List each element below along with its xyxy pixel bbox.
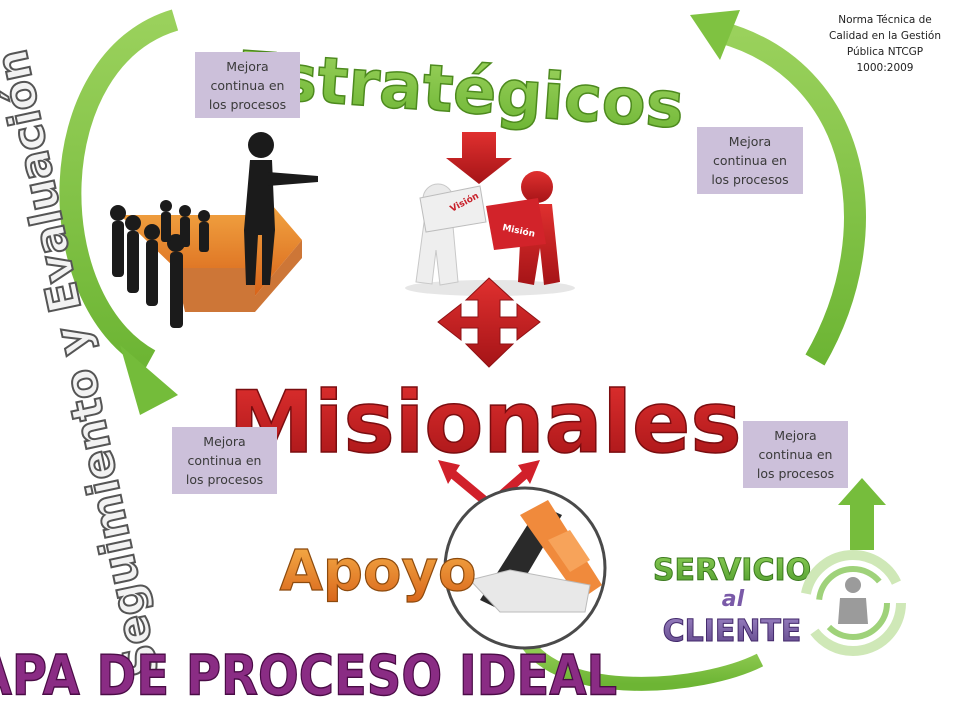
client-person-icon [800,550,906,656]
cycle-arrow-icon [59,9,179,415]
title-misionales: Misionales [228,373,741,473]
cliente-label: CLIENTE [663,614,802,649]
arrow-down-icon [446,132,512,184]
note-mejora-top-right: Mejora continua en los procesos [697,127,803,194]
cycle-arrow-icon [690,10,866,366]
puzzle-figures-icon: Visión Misión [405,171,575,296]
cycle-arrow-icon [838,478,886,550]
leader-figures-icon [110,132,318,328]
handshake-icon [443,486,607,650]
title-apoyo: Apoyo [280,539,477,604]
servicio-cliente-logo: SERVICIO al CLIENTE [652,553,811,650]
cross-arrow-icon [437,277,541,368]
note-mejora-top-left: Mejora continua en los procesos [195,52,300,118]
title-estrategicos: Estratégicos [233,38,686,143]
servicio-label: SERVICIO [653,553,811,588]
note-mejora-bottom-left: Mejora continua en los procesos [172,427,277,494]
title-mapa: MAPA DE PROCESO IDEAL [0,644,617,708]
cycle-arrow-icon [518,636,764,691]
note-mejora-bottom-right: Mejora continua en los procesos [743,421,848,488]
norma-caption: Norma Técnica de Calidad en la Gestión P… [828,14,942,74]
al-label: al [722,587,745,612]
